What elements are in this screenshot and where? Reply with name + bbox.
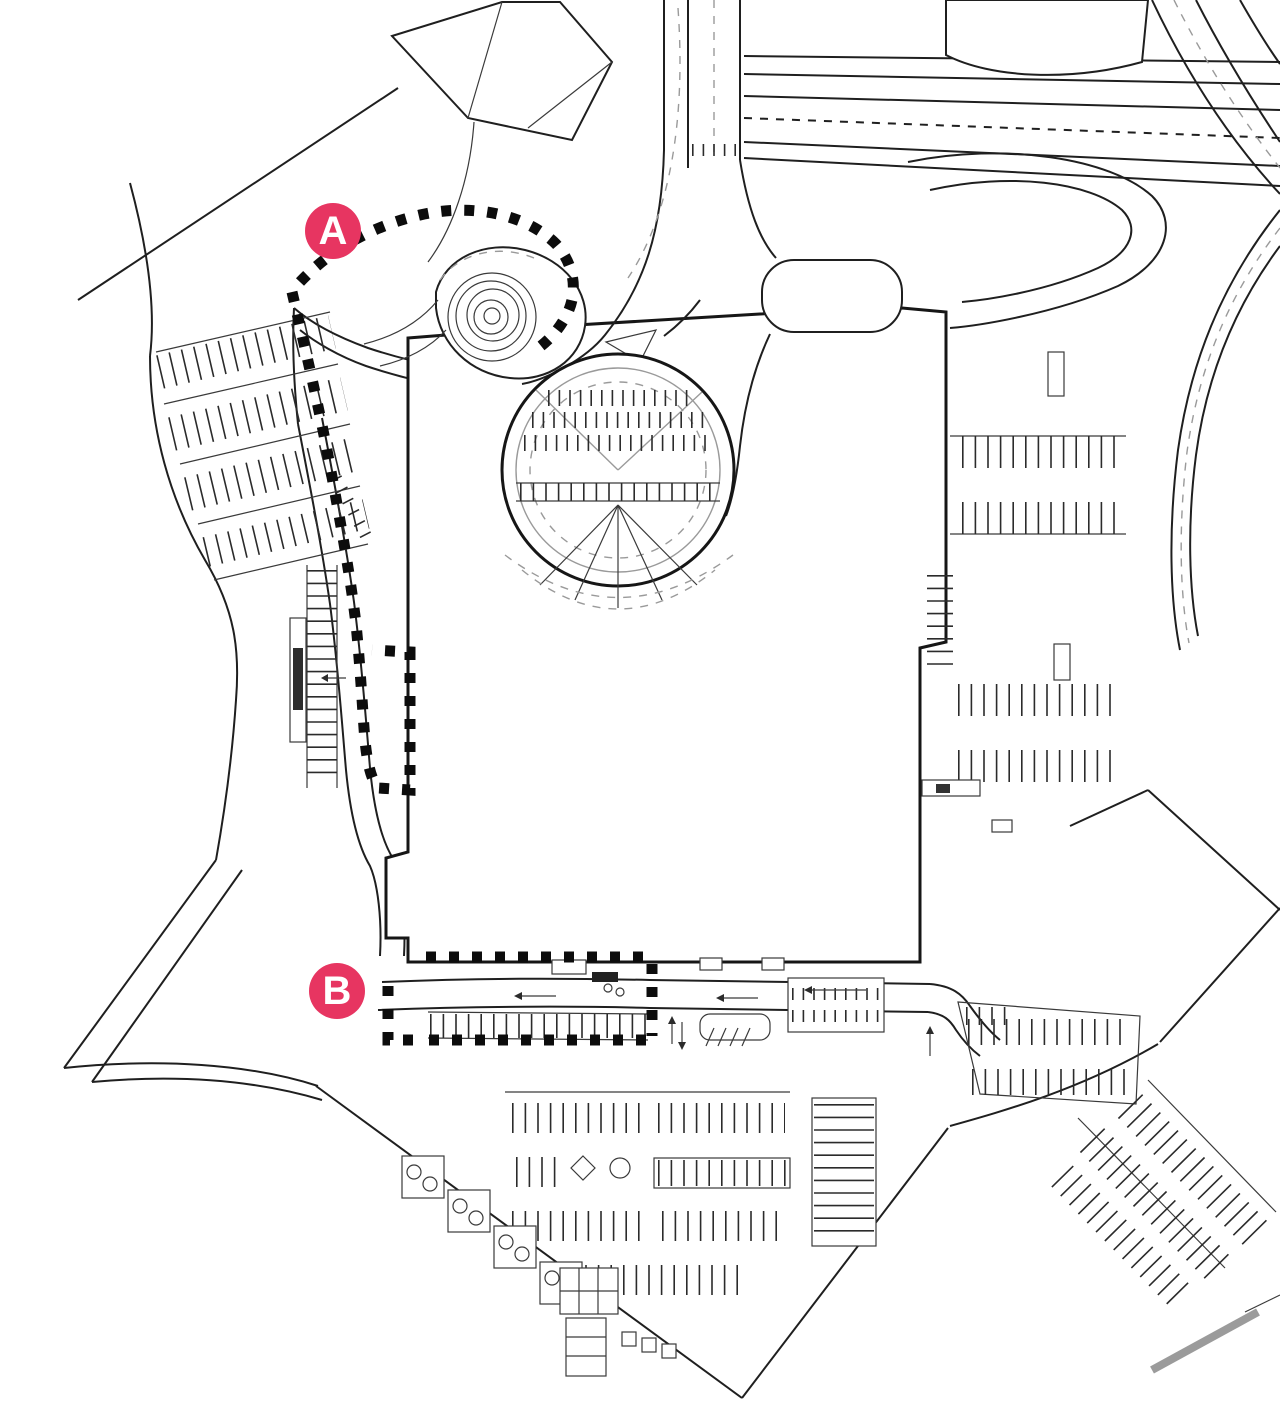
parking-southeast [1051,1079,1277,1307]
gray-road-segment [1150,1308,1260,1374]
parking-south [401,1091,877,1377]
north-building [390,1,614,263]
marker-b[interactable]: B [309,963,365,1019]
spiral-garden [363,246,587,380]
parking-east [921,351,1126,833]
road-network [63,0,1280,1399]
marker-a[interactable]: A [305,203,361,259]
service-road-south [427,977,934,1056]
route-a-dotted-path [286,204,579,796]
parking-right-lower [957,1001,1141,1105]
courtyard-circle [500,352,736,610]
parking-west [155,311,372,788]
northeast-pad [945,0,1150,76]
pad-buildings [401,1155,677,1377]
north-courtyard [761,259,903,333]
route-b-dotted-path [382,951,658,1046]
entry-road [521,7,777,517]
